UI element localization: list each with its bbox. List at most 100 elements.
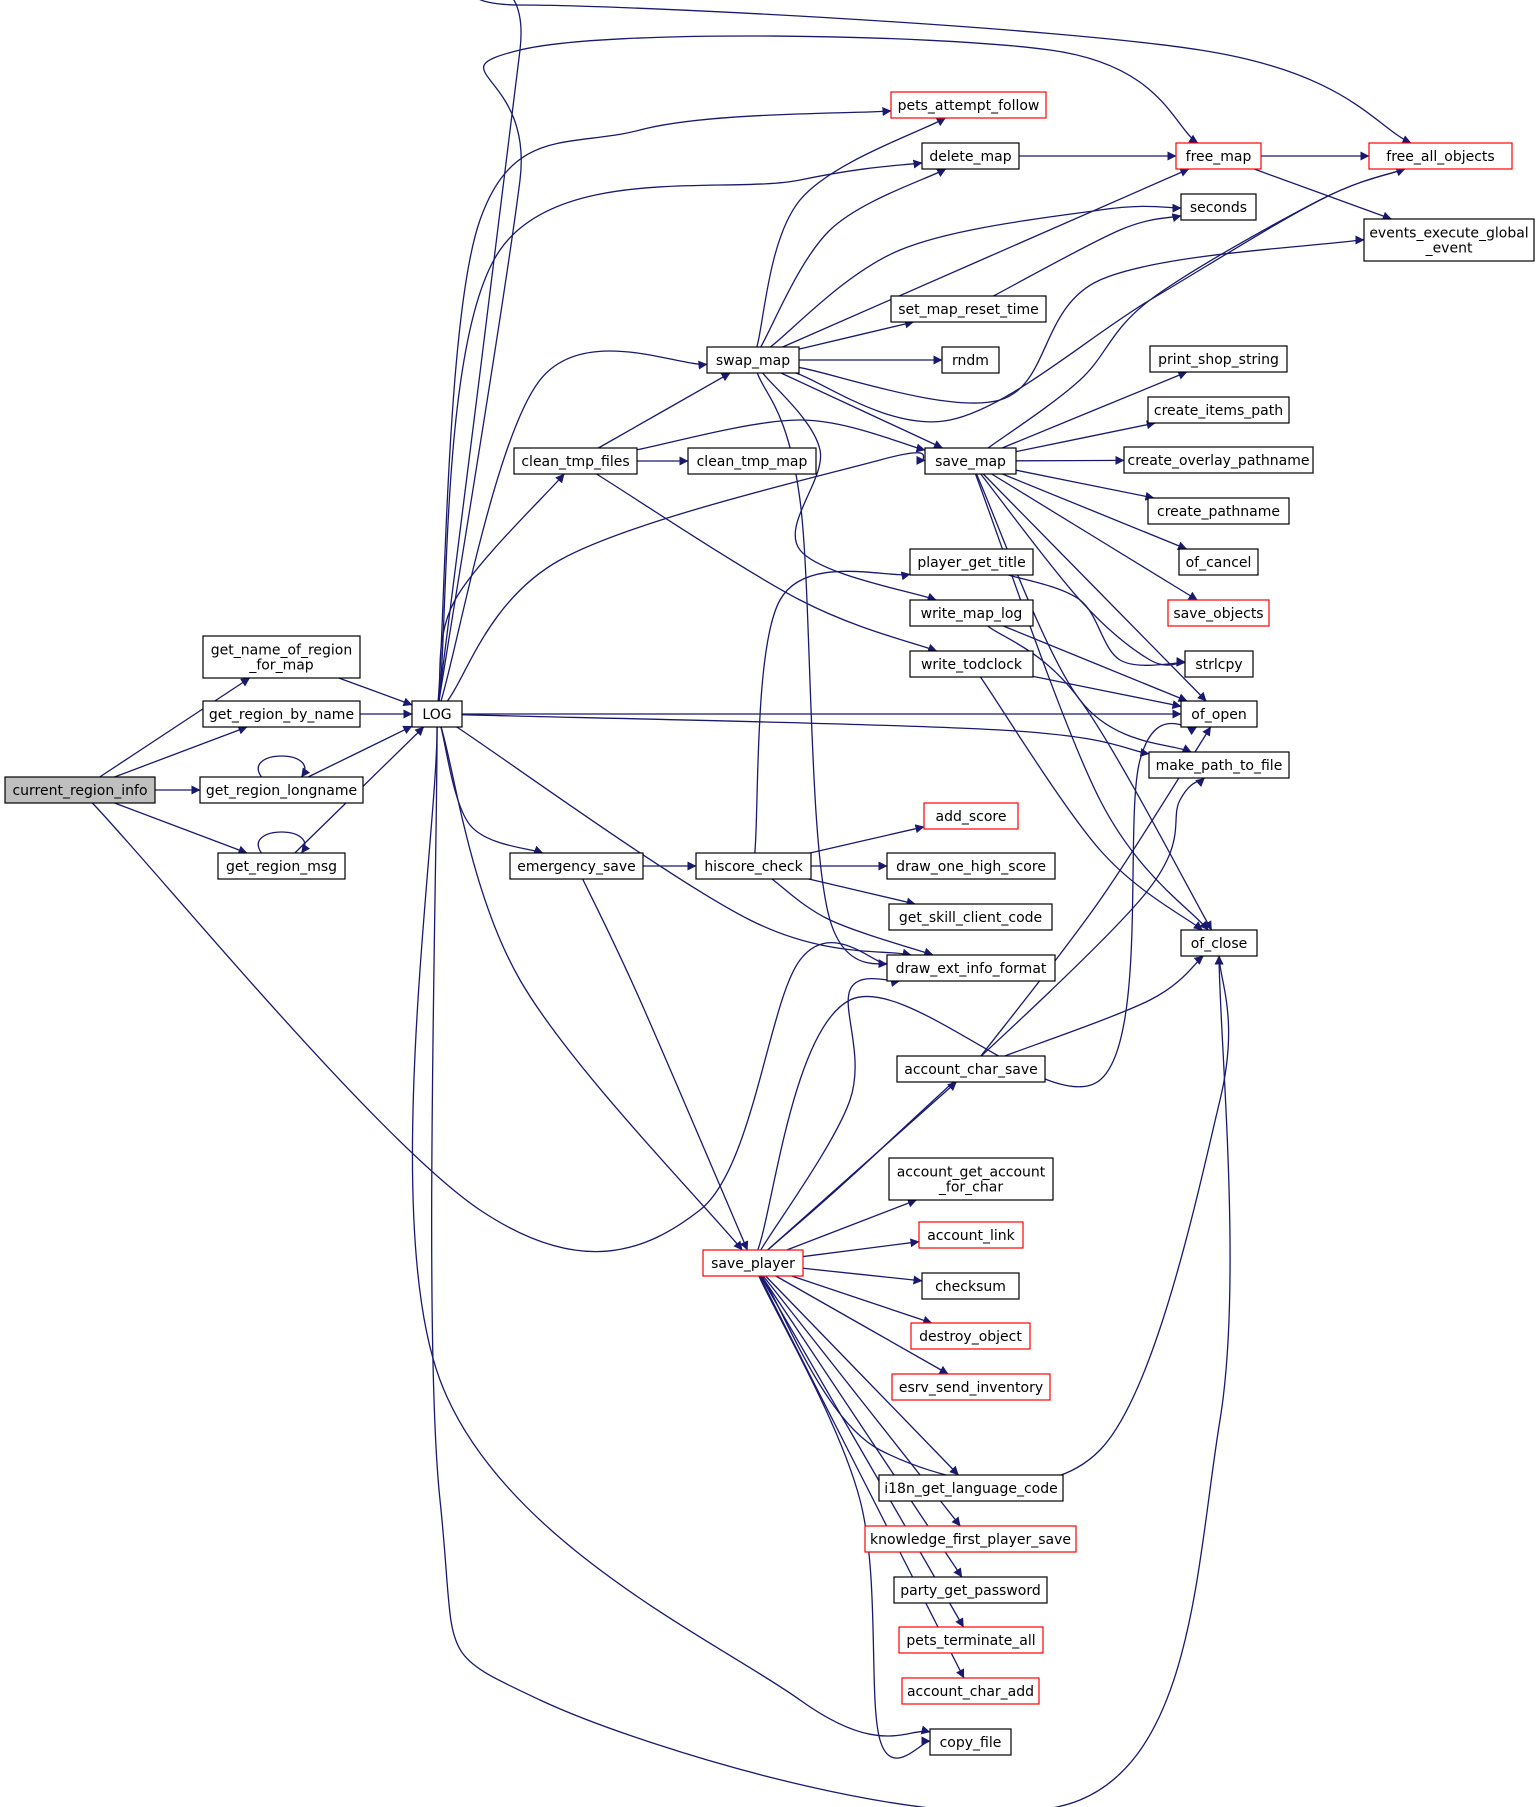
node-emergency_save[interactable]: emergency_save [509,852,644,880]
node-get_region_by_name[interactable]: get_region_by_name [202,700,361,728]
node-clean_tmp_map[interactable]: clean_tmp_map [687,447,817,475]
edge-LOG-to-make_path_to_file [461,714,1150,757]
node-save_map[interactable]: save_map [924,447,1017,475]
edge-clean_tmp_files-to-swap_map [598,372,731,449]
node-get_region_msg[interactable]: get_region_msg [217,852,346,880]
node-label: current_region_info [12,783,147,799]
node-box [217,852,346,880]
node-set_map_reset_time[interactable]: set_map_reset_time [890,295,1047,323]
edge-save_player-to-esrv_send_inventory [775,1275,949,1375]
edge-LOG-to-delete_map [438,159,923,702]
node-player_get_title[interactable]: player_get_title [909,548,1034,576]
edge-hiscore_check-to-add_score [809,824,925,854]
node-checksum[interactable]: checksum [921,1272,1020,1300]
nodes: current_region_info get_name_of_region_fo… [4,91,1535,1756]
node-box [909,599,1034,627]
edge-LOG-to-swap_map [440,350,708,702]
edge-swap_map-to-free_all_objects [795,167,1406,423]
node-current_region_info[interactable]: current_region_info [4,776,156,804]
edge-save_player-to-destroy_object [791,1275,933,1325]
node-LOG[interactable]: LOG [411,700,463,728]
node-label: free_map [1186,149,1252,165]
node-box [886,852,1056,880]
node-swap_map[interactable]: swap_map [706,346,800,374]
node-rndm[interactable]: rndm [941,346,1000,374]
edge-get_name_of_region_for_map-to-LOG [338,677,413,707]
node-label: player_get_title [917,555,1025,571]
edge-save_map-to-free_all_objects [987,167,1406,449]
node-draw_ext_info_format[interactable]: draw_ext_info_format [886,954,1056,982]
node-party_get_password[interactable]: party_get_password [893,1576,1048,1604]
node-free_all_objects[interactable]: free_all_objects [1368,142,1513,170]
node-get_name_of_region_for_map[interactable]: get_name_of_region_for_map [202,635,361,679]
node-box [1180,193,1257,221]
node-box [202,635,361,679]
node-print_shop_string[interactable]: print_shop_string [1149,345,1288,373]
node-label: i18n_get_language_code [884,1481,1058,1497]
node-pets_terminate_all[interactable]: pets_terminate_all [898,1626,1044,1654]
node-create_overlay_pathname[interactable]: create_overlay_pathname [1123,446,1314,474]
node-account_get_account_for_char[interactable]: account_get_account_for_char [888,1157,1054,1201]
edge-get_region_longname-to-LOG [307,725,413,778]
edge-save_player-to-of_open [757,722,1198,1251]
node-label: save_map [935,454,1006,470]
node-get_region_longname[interactable]: get_region_longname [199,776,364,804]
node-free_map[interactable]: free_map [1175,142,1262,170]
node-pets_attempt_follow[interactable]: pets_attempt_follow [890,91,1047,119]
node-label: _event [1425,241,1473,257]
node-of_close[interactable]: of_close [1180,929,1258,957]
node-make_path_to_file[interactable]: make_path_to_file [1148,751,1290,779]
node-box [1180,929,1258,957]
node-esrv_send_inventory[interactable]: esrv_send_inventory [891,1373,1051,1401]
node-of_open[interactable]: of_open [1180,700,1258,728]
node-of_cancel[interactable]: of_cancel [1178,548,1259,576]
edge-write_todclock-to-of_open [1032,675,1182,710]
node-account_char_add[interactable]: account_char_add [901,1677,1040,1705]
edge-write_map_log-to-of_close [987,625,1213,931]
node-box [199,776,364,804]
node-label: clean_tmp_files [521,454,629,470]
node-delete_map[interactable]: delete_map [921,142,1020,170]
edge-save_map-to-print_shop_string [1001,371,1188,449]
edge-save_map-to-of_close [974,473,1209,931]
node-label: get_region_msg [226,859,337,875]
node-create_pathname[interactable]: create_pathname [1147,497,1290,525]
node-seconds[interactable]: seconds [1180,193,1257,221]
node-account_char_save[interactable]: account_char_save [896,1055,1046,1083]
node-get_skill_client_code[interactable]: get_skill_client_code [888,903,1053,931]
node-label: emergency_save [517,859,636,875]
edge-hiscore_check-to-player_get_title [754,570,911,854]
node-box [878,1474,1064,1502]
edge-current_region_info-to-get_region_msg [114,802,248,855]
node-add_score[interactable]: add_score [923,802,1019,830]
node-destroy_object[interactable]: destroy_object [910,1322,1031,1350]
node-copy_file[interactable]: copy_file [929,1728,1012,1756]
node-label: account_char_save [904,1062,1037,1078]
node-hiscore_check[interactable]: hiscore_check [695,852,812,880]
node-box [918,1221,1024,1249]
node-strlcpy[interactable]: strlcpy [1184,650,1254,678]
node-label: get_region_by_name [209,707,354,723]
node-save_player[interactable]: save_player [702,1249,804,1277]
node-create_items_path[interactable]: create_items_path [1147,396,1290,424]
node-save_objects[interactable]: save_objects [1167,599,1270,627]
node-clean_tmp_files[interactable]: clean_tmp_files [513,447,638,475]
edge-save_player-to-i18n_get_language_code [765,1275,959,1476]
node-write_todclock[interactable]: write_todclock [909,650,1034,678]
edge-save_player-to-of_close [761,955,1230,1485]
node-box [891,1373,1051,1401]
edge-LOG-to-free_all_objects [437,0,1412,702]
node-account_link[interactable]: account_link [918,1221,1024,1249]
node-knowledge_first_player_save[interactable]: knowledge_first_player_save [864,1525,1077,1553]
node-label: destroy_object [919,1329,1022,1345]
node-label: delete_map [929,149,1011,165]
edge-swap_map-to-delete_map [760,168,947,348]
node-write_map_log[interactable]: write_map_log [909,599,1034,627]
edge-save_player-to-checksum [802,1267,923,1285]
node-events_execute_global_event[interactable]: events_execute_global_event [1363,218,1535,262]
node-draw_one_high_score[interactable]: draw_one_high_score [886,852,1056,880]
node-label: write_map_log [921,606,1023,622]
node-box [1148,751,1290,779]
node-i18n_get_language_code[interactable]: i18n_get_language_code [878,1474,1064,1502]
edge-save_player-to-knowledge_first_player_save [762,1275,961,1527]
